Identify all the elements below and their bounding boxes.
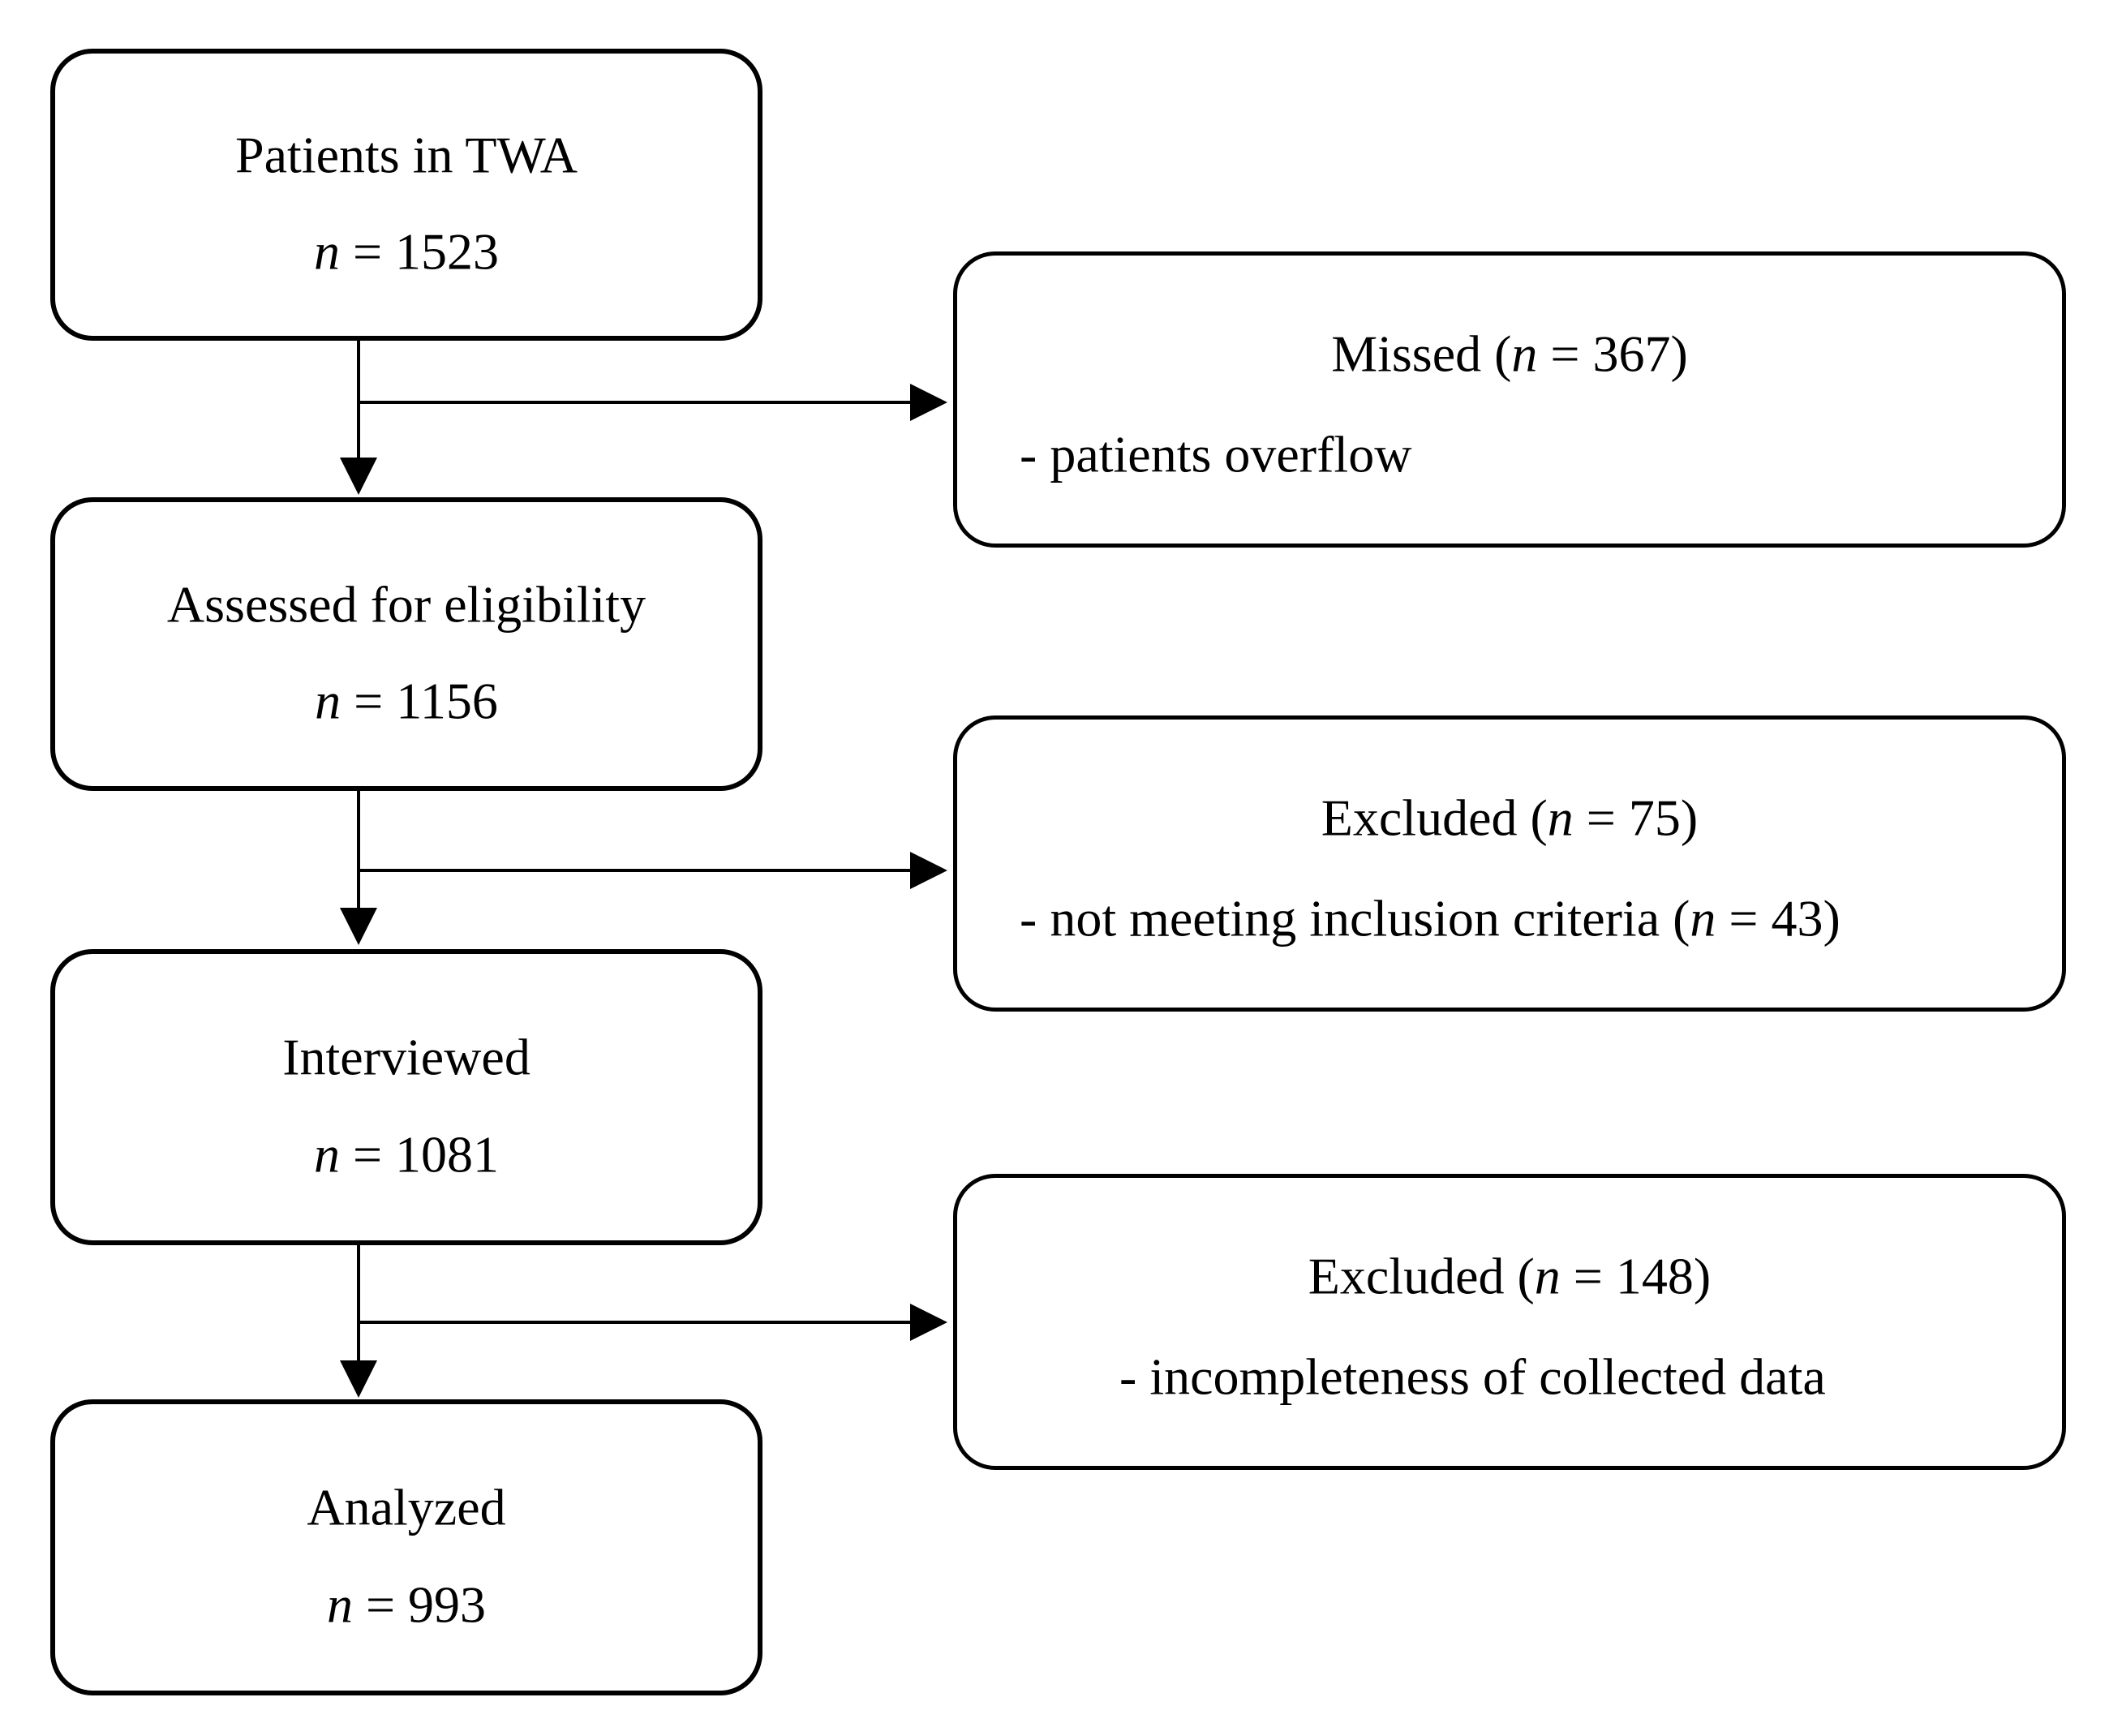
flow-box-interviewed: Interviewed n = 1081 [50, 949, 762, 1245]
arrow-right-icon [910, 1304, 947, 1341]
box-title: Patients in TWA [55, 128, 758, 183]
box-count: n = 1156 [55, 673, 758, 728]
n-value: = 1081 [339, 1125, 500, 1184]
detail-suffix: = 43) [1716, 889, 1841, 947]
heading-prefix: Excluded ( [1321, 789, 1548, 847]
connector-line-3 [357, 1244, 360, 1365]
detail-text: - patients overflow [1020, 425, 1412, 483]
heading-suffix: = 75) [1573, 789, 1699, 847]
branch-line-excluded-75 [359, 869, 917, 872]
n-symbol: n [313, 222, 340, 280]
box-count: n = 993 [55, 1575, 758, 1634]
side-box-detail: - patients overflow [957, 427, 2062, 481]
heading-suffix: = 367) [1537, 324, 1688, 383]
heading-prefix: Missed ( [1331, 324, 1512, 383]
n-symbol: n [313, 1125, 340, 1184]
flow-box-analyzed: Analyzed n = 993 [50, 1399, 762, 1695]
box-title: Analyzed [55, 1480, 758, 1534]
arrow-down-icon [340, 1360, 377, 1398]
side-box-heading: Excluded (n = 75) [957, 790, 2062, 844]
n-symbol: n [1690, 889, 1716, 947]
n-symbol: n [1511, 324, 1538, 383]
n-symbol: n [326, 1575, 353, 1634]
connector-line-2 [357, 789, 360, 911]
n-symbol: n [315, 672, 341, 730]
heading-suffix: = 148) [1560, 1247, 1712, 1305]
detail-text: - incompleteness of collected data [1119, 1347, 1826, 1406]
box-count: n = 1523 [55, 224, 758, 278]
flow-box-assessed-for-eligibility: Assessed for eligibility n = 1156 [50, 497, 762, 791]
connector-line-1 [357, 339, 360, 461]
side-box-excluded-148: Excluded (n = 148) - incompleteness of c… [953, 1174, 2066, 1470]
branch-line-missed [359, 401, 917, 404]
side-box-missed: Missed (n = 367) - patients overflow [953, 251, 2066, 548]
n-value: = 993 [352, 1575, 487, 1634]
heading-prefix: Excluded ( [1308, 1247, 1535, 1305]
side-box-heading: Missed (n = 367) [957, 326, 2062, 380]
side-box-excluded-75: Excluded (n = 75) - not meeting inclusio… [953, 715, 2066, 1012]
n-symbol: n [1547, 789, 1574, 847]
branch-line-excluded-148 [359, 1321, 917, 1324]
box-title: Interviewed [55, 1029, 758, 1084]
detail-text: - not meeting inclusion criteria ( [1020, 889, 1690, 947]
n-value: = 1156 [341, 672, 498, 730]
box-title: Assessed for eligibility [55, 577, 758, 631]
flow-box-patients-in-twa: Patients in TWA n = 1523 [50, 49, 762, 341]
arrow-right-icon [910, 384, 947, 421]
box-title-text: Analyzed [307, 1478, 506, 1536]
n-symbol: n [1534, 1247, 1561, 1305]
arrow-right-icon [910, 852, 947, 889]
side-box-detail: - incompleteness of collected data [957, 1349, 2062, 1403]
side-box-heading: Excluded (n = 148) [957, 1248, 2062, 1303]
box-count: n = 1081 [55, 1125, 758, 1184]
box-title-text: Interviewed [282, 1028, 530, 1086]
box-title-text: Assessed for eligibility [166, 575, 646, 634]
arrow-down-icon [340, 908, 377, 945]
side-box-detail: - not meeting inclusion criteria (n = 43… [957, 891, 2062, 945]
arrow-down-icon [340, 458, 377, 495]
box-title-text: Patients in TWA [235, 126, 578, 184]
n-value: = 1523 [339, 222, 500, 280]
